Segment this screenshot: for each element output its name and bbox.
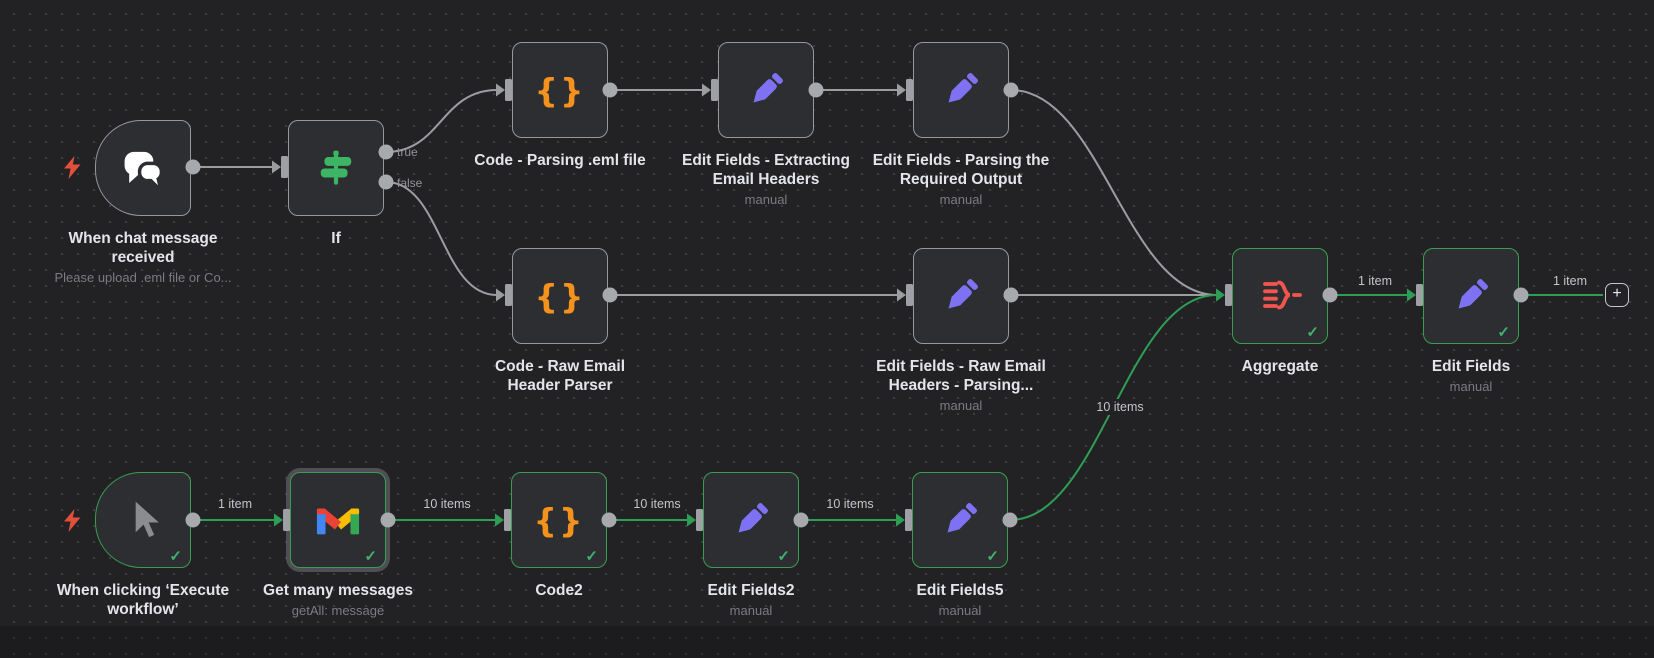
node-box-aggregate[interactable] bbox=[1232, 248, 1328, 344]
trigger-bolt-icon bbox=[64, 156, 81, 179]
node-box-code2[interactable]: {} bbox=[511, 472, 607, 568]
node-title: Code - Parsing .eml file bbox=[474, 152, 646, 169]
node-code-raw-email-header-parser: {} Code - Raw Email Header Parser bbox=[450, 248, 670, 395]
node-box-edit-fields5[interactable] bbox=[912, 472, 1008, 568]
node-code2: {} Code2 bbox=[449, 472, 669, 600]
node-title: Edit Fields5 bbox=[916, 582, 1004, 599]
node-box-edit-fields-extracting[interactable] bbox=[718, 42, 814, 138]
node-subtitle: getAll: message bbox=[291, 603, 385, 618]
node-box-code-raw-email-header-parser[interactable]: {} bbox=[512, 248, 608, 344]
success-check-icon bbox=[585, 547, 598, 565]
node-aggregate: Aggregate bbox=[1170, 248, 1390, 376]
success-check-icon bbox=[777, 547, 790, 565]
pencil-icon bbox=[738, 503, 768, 533]
chat-bubbles-icon bbox=[124, 151, 164, 186]
code-braces-icon: {} bbox=[534, 276, 586, 316]
pencil-icon bbox=[947, 503, 977, 533]
node-subtitle: manual bbox=[938, 603, 982, 618]
edge-label-aggregate-ef: 1 item bbox=[1353, 273, 1397, 289]
node-box-if[interactable] bbox=[288, 120, 384, 216]
code-braces-icon: {} bbox=[534, 70, 586, 110]
node-title: When chat message received bbox=[68, 230, 218, 266]
edge-if-false-to-code-raw[interactable] bbox=[385, 181, 498, 296]
success-check-icon bbox=[1306, 323, 1319, 341]
pencil-icon bbox=[948, 73, 978, 103]
node-edit-fields-raw-email-headers: Edit Fields - Raw Email Headers - Parsin… bbox=[851, 248, 1071, 413]
node-title: Edit Fields - Raw Email Headers - Parsin… bbox=[876, 358, 1046, 394]
node-title: Aggregate bbox=[1241, 358, 1319, 375]
if-true-port-label: true bbox=[397, 145, 418, 159]
node-subtitle: manual bbox=[1449, 379, 1493, 394]
node-title: Code - Raw Email Header Parser bbox=[494, 358, 626, 394]
success-check-icon bbox=[169, 547, 182, 565]
node-title: Edit Fields - Extracting Email Headers bbox=[682, 152, 850, 188]
gmail-icon bbox=[316, 508, 360, 535]
node-box-when-chat-message-received[interactable] bbox=[95, 120, 191, 216]
node-title: If bbox=[331, 230, 341, 247]
if-false-port-label: false bbox=[397, 176, 423, 190]
node-box-edit-fields2[interactable] bbox=[703, 472, 799, 568]
node-edit-fields-parsing-required-output: Edit Fields - Parsing the Required Outpu… bbox=[851, 42, 1071, 207]
node-if: If bbox=[226, 120, 446, 248]
pencil-icon bbox=[753, 73, 783, 103]
edge-label-execute-gmail: 1 item bbox=[213, 496, 257, 512]
node-box-get-many-messages[interactable] bbox=[290, 472, 386, 568]
node-edit-fields2: Edit Fields2 manual bbox=[641, 472, 861, 618]
node-title: Get many messages bbox=[263, 582, 413, 599]
node-box-edit-fields-raw-email-headers[interactable] bbox=[913, 248, 1009, 344]
trigger-bolt-icon bbox=[64, 509, 81, 532]
node-edit-fields-extracting-email-headers: Edit Fields - Extracting Email Headers m… bbox=[656, 42, 876, 207]
node-subtitle: manual bbox=[729, 603, 773, 618]
node-title: When clicking ‘Execute workflow’ bbox=[56, 582, 230, 618]
edge-label-code2-ef2: 10 items bbox=[629, 496, 685, 512]
node-when-clicking-execute-workflow: When clicking ‘Execute workflow’ bbox=[33, 472, 253, 619]
edge-ef-parsing-to-aggregate[interactable] bbox=[1010, 89, 1218, 296]
node-edit-fields: Edit Fields manual bbox=[1361, 248, 1581, 394]
edge-label-ef2-ef5: 10 items bbox=[822, 496, 878, 512]
node-box-when-clicking-execute-workflow[interactable] bbox=[95, 472, 191, 568]
success-check-icon bbox=[986, 547, 999, 565]
edge-if-true-to-code-eml[interactable] bbox=[385, 89, 498, 153]
edge-label-ef-add: 1 item bbox=[1548, 273, 1592, 289]
pencil-icon bbox=[948, 279, 978, 309]
edge-label-gmail-code2: 10 items bbox=[419, 496, 475, 512]
code-braces-icon: {} bbox=[533, 500, 585, 540]
node-subtitle: manual bbox=[939, 398, 983, 413]
node-subtitle: manual bbox=[939, 192, 983, 207]
node-code-parsing-eml-file: {} Code - Parsing .eml file bbox=[450, 42, 670, 170]
success-check-icon bbox=[364, 547, 377, 565]
aggregate-funnel-icon bbox=[1263, 280, 1302, 310]
node-subtitle: Please upload .eml file or Co... bbox=[54, 270, 232, 285]
signpost-icon bbox=[320, 150, 352, 185]
success-check-icon bbox=[1497, 323, 1510, 341]
node-edit-fields5: Edit Fields5 manual bbox=[850, 472, 1070, 618]
node-box-code-parsing-eml-file[interactable]: {} bbox=[512, 42, 608, 138]
pencil-icon bbox=[1458, 279, 1488, 309]
edge-label-ef5-aggregate: 10 items bbox=[1092, 399, 1148, 415]
node-title: Edit Fields - Parsing the Required Outpu… bbox=[872, 152, 1050, 188]
node-title: Code2 bbox=[535, 582, 583, 599]
add-node-button[interactable]: + bbox=[1605, 283, 1629, 307]
node-subtitle: manual bbox=[744, 192, 788, 207]
node-box-edit-fields-parsing-output[interactable] bbox=[913, 42, 1009, 138]
node-get-many-messages: Get many messages getAll: message bbox=[228, 472, 448, 618]
node-title: Edit Fields2 bbox=[707, 582, 795, 599]
cursor-arrow-icon bbox=[135, 501, 159, 538]
node-when-chat-message-received: When chat message received Please upload… bbox=[33, 120, 253, 285]
node-title: Edit Fields bbox=[1431, 358, 1511, 375]
node-box-edit-fields[interactable] bbox=[1423, 248, 1519, 344]
